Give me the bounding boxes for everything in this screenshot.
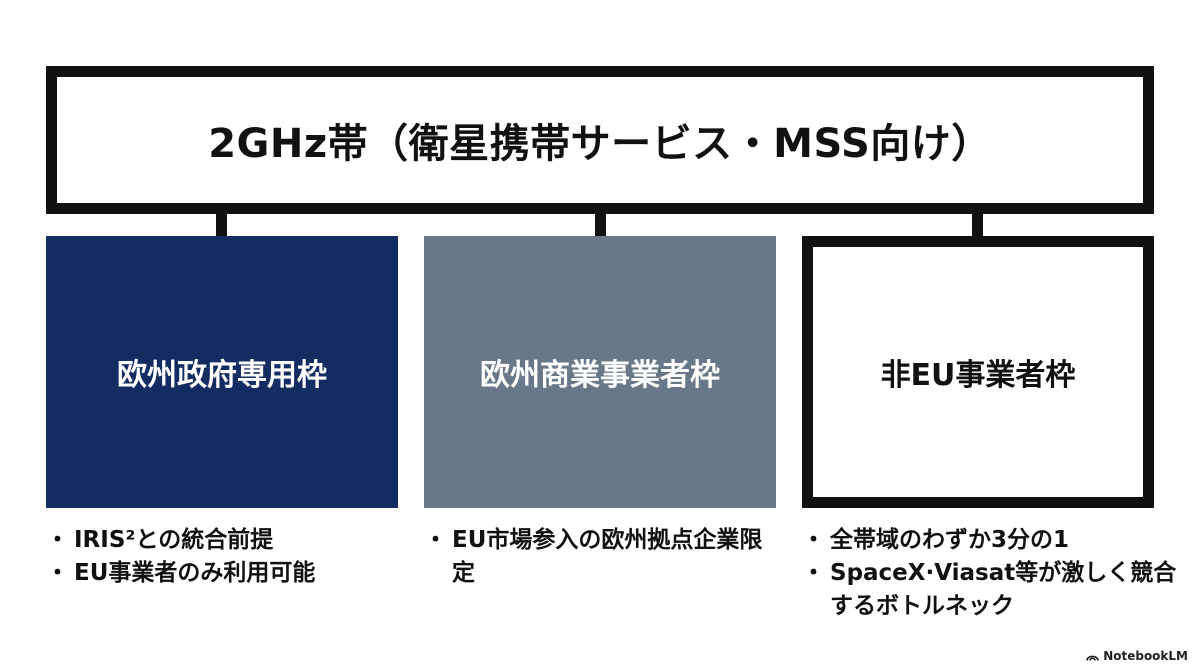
commercial-slot-box: 欧州商業事業者枠 bbox=[424, 236, 776, 508]
notebooklm-logo-icon bbox=[1086, 655, 1099, 661]
connector-line-2 bbox=[595, 213, 606, 236]
note-item: SpaceX·Viasat等が激しく競合するボトルネック bbox=[802, 557, 1181, 623]
branding-text: NotebookLM bbox=[1103, 649, 1188, 663]
government-slot-notes: IRIS²との統合前提 EU事業者のみ利用可能 bbox=[46, 524, 410, 590]
note-item: IRIS²との統合前提 bbox=[46, 524, 410, 557]
non-eu-slot-label: 非EU事業者枠 bbox=[880, 358, 1076, 393]
government-slot-label: 欧州政府専用枠 bbox=[117, 358, 327, 393]
note-item: EU市場参入の欧州拠点企業限定 bbox=[424, 524, 773, 590]
connector-line-1 bbox=[216, 213, 227, 236]
top-category-box: 2GHz帯（衛星携帯サービス・MSS向け） bbox=[46, 66, 1154, 214]
notebooklm-branding: NotebookLM bbox=[1086, 649, 1188, 663]
non-eu-slot-box: 非EU事業者枠 bbox=[802, 236, 1154, 508]
diagram-title: 2GHz帯（衛星携帯サービス・MSS向け） bbox=[208, 121, 992, 167]
government-slot-box: 欧州政府専用枠 bbox=[46, 236, 398, 508]
non-eu-slot-notes: 全帯域のわずか3分の1 SpaceX·Viasat等が激しく競合するボトルネック bbox=[802, 524, 1181, 623]
commercial-slot-label: 欧州商業事業者枠 bbox=[480, 358, 720, 393]
connector-line-3 bbox=[972, 213, 983, 236]
commercial-slot-notes: EU市場参入の欧州拠点企業限定 bbox=[424, 524, 773, 590]
note-item: 全帯域のわずか3分の1 bbox=[802, 524, 1181, 557]
note-item: EU事業者のみ利用可能 bbox=[46, 557, 410, 590]
